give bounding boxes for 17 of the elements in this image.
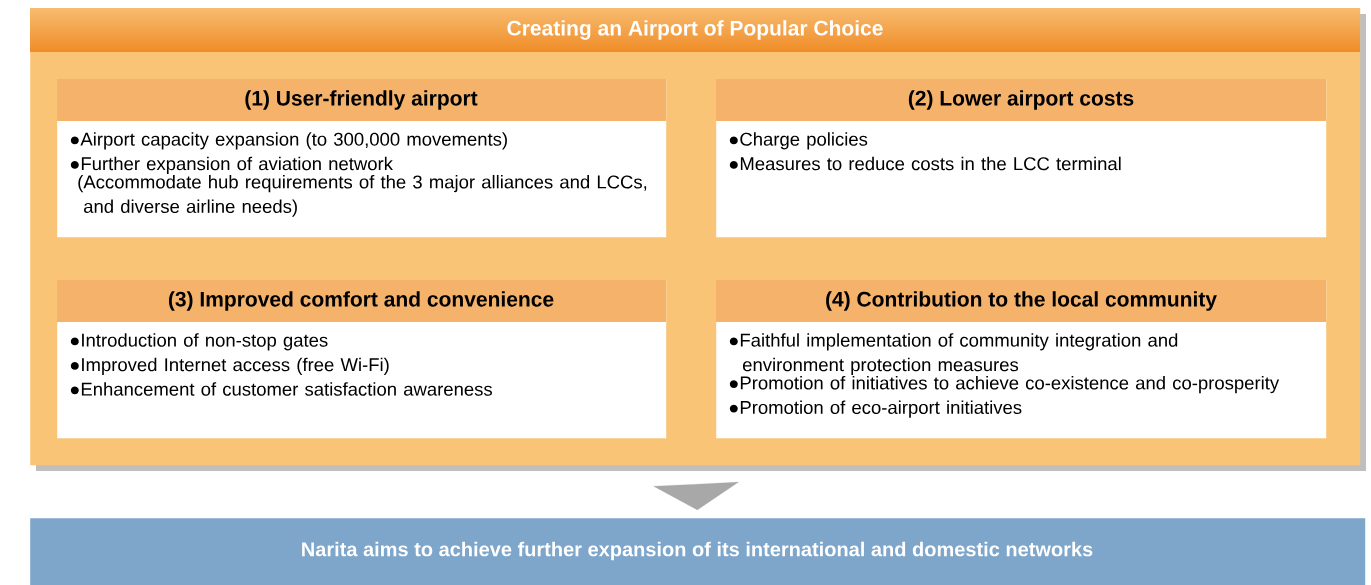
bullet-item: ●Airport capacity expansion (to 300,000 movements): [70, 132, 507, 150]
bullet-item: ●Introduction of non-stop gates: [70, 333, 328, 351]
bullet-item: ●Charge policies: [729, 132, 868, 150]
bullet-item: ●Further expansion of aviation network: [70, 156, 393, 174]
category-box: (4) Contribution to the local community ●Faithful implementation of community integration and environment protection measures ●Promotion of initiatives to achieve co-existence and co-prosperity ●Promotion of eco-airport initiatives: [716, 280, 1327, 439]
bullet-item: ●Measures to reduce costs in the LCC terminal: [729, 156, 1121, 171]
category-box: (2) Lower airport costs ●Charge policies ●Measures to reduce costs in the LCC terminal: [716, 79, 1327, 238]
bullet-item: ●Promotion of eco-airport initiatives: [729, 400, 1022, 418]
category-box: (3) Improved comfort and convenience ●Introduction of non-stop gates ●Improved Internet access (free Wi-Fi) ●Enhancement of customer satisfaction awareness: [57, 280, 667, 439]
result-band: Narita aims to achieve further expansion of its international and domestic networks: [30, 518, 1366, 585]
category-box: (1) User-friendly airport ●Airport capacity expansion (to 300,000 movements) ●Further expansion of aviation network (Accommodate hub requirements of the 3 major alliances and LCCs, and diverse airline needs): [57, 79, 667, 238]
bullet-item: ●Faithful implementation of community integration and environment protection measures: [729, 333, 1178, 375]
arrow: [653, 482, 739, 510]
bullet-item: ●Improved Internet access (free Wi-Fi): [70, 357, 389, 375]
bullet-item: ●Promotion of initiatives to achieve co-existence and co-prosperity: [729, 375, 1280, 394]
bullet-item: (Accommodate hub requirements of the 3 major alliances and LCCs, and diverse airline needs): [78, 174, 647, 217]
bullet-item: ●Enhancement of customer satisfaction awareness: [70, 382, 492, 396]
